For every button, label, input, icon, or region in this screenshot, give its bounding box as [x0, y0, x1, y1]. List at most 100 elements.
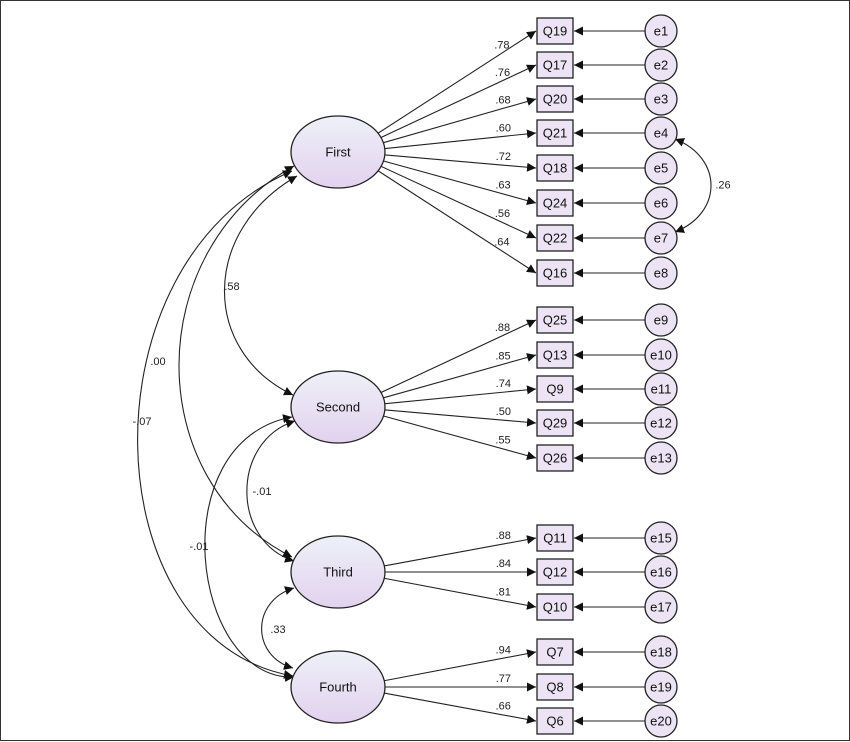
error-term — [644, 670, 678, 704]
error-term-label: e4 — [654, 125, 668, 140]
error-term — [644, 521, 678, 555]
indicator-label: Q20 — [543, 91, 568, 106]
indicator-label: Q25 — [543, 312, 568, 327]
loading-arrow — [377, 30, 537, 135]
error-term — [644, 151, 678, 185]
loading-value: .56 — [495, 208, 510, 220]
indicator-label: Q26 — [543, 450, 568, 465]
error-term — [644, 256, 678, 290]
latent-factor-third — [290, 535, 386, 609]
error-term — [644, 441, 678, 475]
indicator-box — [536, 224, 574, 252]
error-term-label: e8 — [654, 265, 668, 280]
loading-value: .66 — [496, 701, 511, 713]
error-terms: e1e2e3e4e5e6e7e8e9e10e11e12e13e15e16e17e… — [644, 14, 678, 738]
loading-arrow — [382, 415, 537, 460]
indicator-box — [536, 409, 574, 437]
error-term-label: e17 — [650, 599, 672, 614]
indicator-box — [536, 51, 574, 79]
indicator-box — [536, 119, 574, 147]
error-term-label: e13 — [650, 450, 672, 465]
latent-factor-second — [290, 370, 386, 444]
loading-value: .76 — [495, 67, 510, 79]
indicator-label: Q22 — [543, 230, 568, 245]
latent-factor-label: First — [325, 144, 351, 159]
latent-factor-fourth — [290, 650, 386, 724]
loading-value: .84 — [496, 558, 511, 570]
loading-value: .77 — [496, 673, 511, 685]
covariance-arcs: .58.00-.07-.01-.01.33.26 — [133, 138, 731, 682]
indicator-box — [536, 375, 574, 403]
error-term — [644, 338, 678, 372]
loading-arrow — [380, 165, 537, 239]
indicator-label: Q24 — [543, 195, 568, 210]
indicator-label: Q12 — [543, 564, 568, 579]
error-term-label: e3 — [654, 91, 668, 106]
loading-arrow — [383, 129, 537, 150]
error-term — [644, 116, 678, 150]
latent-factor-label: Second — [316, 399, 360, 414]
covariance-arc-third-fourth — [261, 586, 295, 670]
loading-arrow — [382, 160, 537, 205]
indicator-box — [536, 154, 574, 182]
covariance-arc-second-third — [246, 419, 296, 563]
covariance-value: .00 — [150, 356, 165, 368]
error-term-label: e10 — [650, 347, 672, 362]
covariance-value: -.07 — [133, 416, 152, 428]
loading-arrow — [383, 535, 537, 567]
error-term — [644, 14, 678, 48]
error-term — [644, 303, 678, 337]
error-covariance-arc — [674, 138, 712, 233]
loading-value: .81 — [496, 587, 511, 599]
loading-arrow — [383, 649, 537, 682]
error-term-label: e15 — [650, 530, 672, 545]
loading-arrow — [383, 385, 537, 405]
error-term-label: e5 — [654, 160, 668, 175]
indicator-box — [536, 189, 574, 217]
error-term-label: e1 — [654, 23, 668, 38]
loading-arrow — [383, 577, 537, 610]
error-term — [644, 555, 678, 589]
error-term-label: e9 — [654, 312, 668, 327]
indicator-box — [536, 593, 574, 621]
error-term — [644, 48, 678, 82]
loading-arrow — [383, 154, 537, 172]
error-term — [644, 704, 678, 738]
error-term-label: e16 — [650, 564, 672, 579]
loading-value: .63 — [495, 180, 510, 192]
error-term-label: e18 — [650, 644, 672, 659]
indicator-box — [536, 259, 574, 287]
latent-factor-first — [290, 115, 386, 189]
error-term — [644, 635, 678, 669]
error-covariance-value: .26 — [715, 179, 730, 191]
covariance-value: -.01 — [253, 486, 272, 498]
indicator-label: Q9 — [546, 381, 563, 396]
error-term — [644, 221, 678, 255]
loading-value: .94 — [496, 644, 511, 656]
indicator-label: Q18 — [543, 160, 568, 175]
indicator-box — [536, 707, 574, 735]
error-term — [644, 406, 678, 440]
latent-factor-label: Third — [323, 564, 353, 579]
loading-value: .60 — [496, 122, 511, 134]
loading-value: .72 — [496, 151, 511, 163]
indicator-box — [536, 638, 574, 666]
indicator-label: Q29 — [543, 415, 568, 430]
loading-value: .74 — [496, 378, 511, 390]
loading-arrow — [383, 409, 537, 427]
covariance-value: -.01 — [190, 541, 209, 553]
covariance-arc-first-third — [178, 165, 295, 558]
covariance-arc-second-fourth — [204, 414, 295, 682]
covariance-arc-first-second — [224, 175, 298, 396]
error-term — [644, 590, 678, 624]
indicator-box — [536, 85, 574, 113]
error-term-label: e19 — [650, 679, 672, 694]
indicator-label: Q16 — [543, 265, 568, 280]
loading-value: .55 — [495, 435, 510, 447]
error-term-label: e2 — [654, 57, 668, 72]
indicator-box — [536, 673, 574, 701]
loading-value: .78 — [494, 39, 509, 51]
indicator-label: Q17 — [543, 57, 568, 72]
loading-arrow — [379, 319, 537, 394]
